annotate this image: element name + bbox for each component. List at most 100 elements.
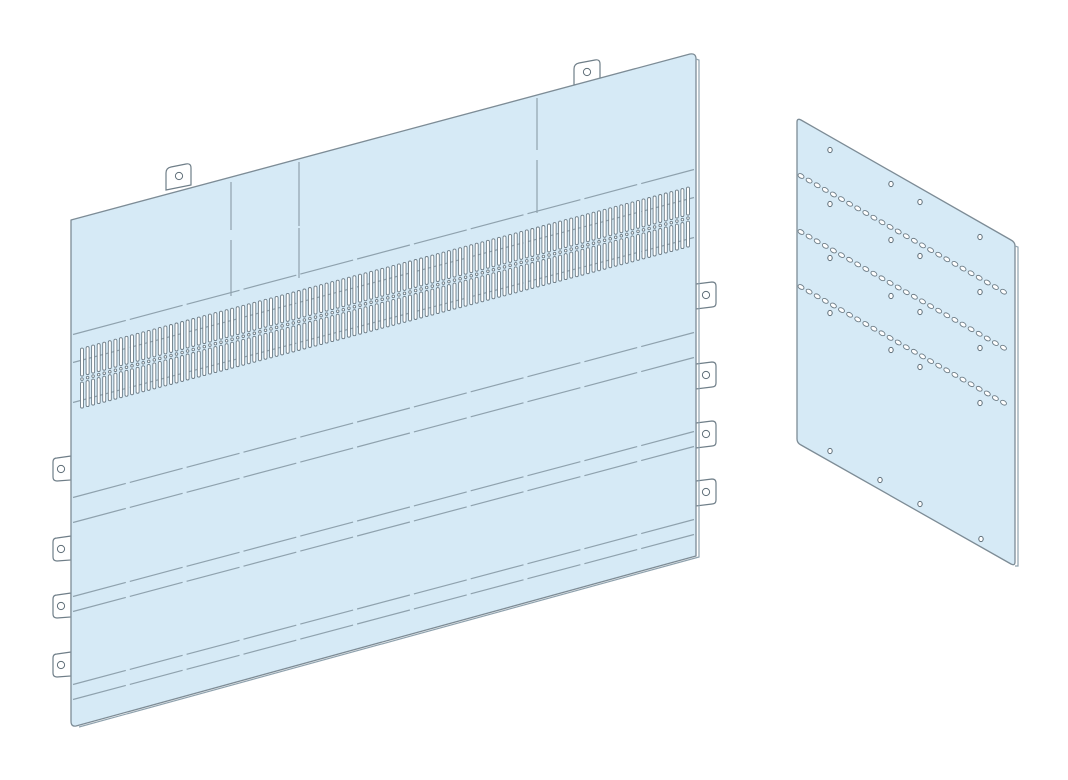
vent-slot (630, 201, 635, 231)
vent-slot (380, 267, 385, 297)
vent-slot (435, 253, 440, 283)
mounting-slot (975, 385, 983, 392)
vent-slot (319, 284, 324, 314)
vent-slot (458, 281, 463, 309)
vent-dot (341, 307, 346, 312)
vent-dot (402, 291, 407, 296)
vent-slot (163, 325, 168, 355)
vent-slot (680, 222, 685, 250)
vent-dot (608, 237, 612, 241)
vent-slot (152, 362, 157, 390)
vent-slot (636, 199, 640, 229)
mounting-slot (886, 224, 894, 230)
vent-slot (141, 365, 146, 393)
vent-dot (380, 297, 384, 302)
vent-dot (108, 369, 112, 374)
fold-segment (129, 654, 183, 670)
vent-slot (652, 229, 657, 257)
fold-segment (470, 491, 524, 507)
vent-dot (152, 358, 157, 362)
vent-dot (252, 331, 257, 336)
mounting-slot (919, 242, 926, 249)
fold-segment (129, 581, 183, 597)
mounting-slot (821, 187, 829, 193)
mounting-slot (862, 210, 870, 216)
vent-dot (230, 337, 234, 341)
vent-slot (146, 329, 151, 359)
vent-dot (575, 245, 579, 250)
vent-dot (597, 240, 601, 244)
vent-slot (680, 188, 685, 218)
vent-slot (341, 312, 346, 340)
mounting-slot (991, 284, 999, 290)
mounting-slot (1000, 399, 1007, 406)
vent-dot (619, 234, 624, 238)
mounting-slot (805, 288, 813, 295)
vent-slot (563, 219, 568, 249)
vent-slot (185, 319, 190, 349)
vent-dot (602, 238, 607, 243)
vent-slot (80, 347, 84, 377)
vent-slot (435, 287, 440, 315)
vent-slot (446, 284, 451, 312)
vent-dot (569, 247, 573, 251)
vent-slot (335, 313, 340, 341)
vent-slot (130, 368, 134, 396)
fold-segment (300, 624, 354, 640)
vent-slot (663, 192, 668, 222)
fold-segment (584, 534, 638, 550)
vent-slot (480, 241, 485, 271)
vent-dot (630, 231, 635, 235)
fold-segment (186, 477, 240, 493)
vent-slot (330, 315, 335, 343)
fold-segment (243, 462, 297, 478)
mounting-slot (797, 229, 805, 235)
mounting-slot (805, 177, 813, 184)
fold-segment (470, 564, 524, 580)
vent-slot (508, 267, 513, 295)
fold-segment (129, 467, 183, 483)
vent-slot (207, 347, 212, 375)
right-tab-2 (695, 361, 717, 390)
vent-dot (491, 268, 496, 272)
fold-segment (243, 624, 297, 640)
vent-slot (85, 380, 90, 408)
vent-dot (591, 241, 596, 245)
vent-slot (474, 276, 479, 304)
vent-dot (486, 269, 490, 274)
mounting-slot (894, 228, 902, 235)
vent-dot (441, 281, 446, 285)
ventilation-slots (80, 186, 690, 409)
vent-slot (608, 207, 613, 237)
vent-slot (169, 324, 173, 353)
vent-slot (580, 248, 585, 276)
vent-slot (469, 278, 474, 306)
fold-segment (470, 402, 524, 418)
mounting-slot (846, 256, 854, 263)
vent-slot (463, 279, 468, 307)
vent-slot (157, 326, 162, 356)
vent-slot (419, 257, 424, 287)
right-tab-3 (695, 420, 717, 449)
mounting-slot (910, 237, 918, 244)
vent-slot (385, 266, 390, 296)
mounting-slot (813, 238, 821, 245)
vent-slot (102, 375, 107, 403)
mounting-slot (805, 233, 813, 240)
vent-slot (163, 359, 168, 387)
vent-slot (224, 309, 229, 339)
vent-dot (430, 284, 435, 288)
vent-slot (402, 261, 407, 291)
vent-dot (680, 217, 685, 222)
mounting-slot (821, 298, 829, 304)
vent-slot (385, 300, 390, 328)
vent-slot (213, 312, 218, 342)
vent-slot (157, 360, 162, 388)
vent-slot (530, 228, 535, 257)
vent-dot (463, 275, 468, 279)
vent-slot (441, 285, 446, 313)
vent-slot (474, 242, 479, 272)
mounting-slot (927, 303, 935, 309)
vent-dot (536, 256, 540, 260)
